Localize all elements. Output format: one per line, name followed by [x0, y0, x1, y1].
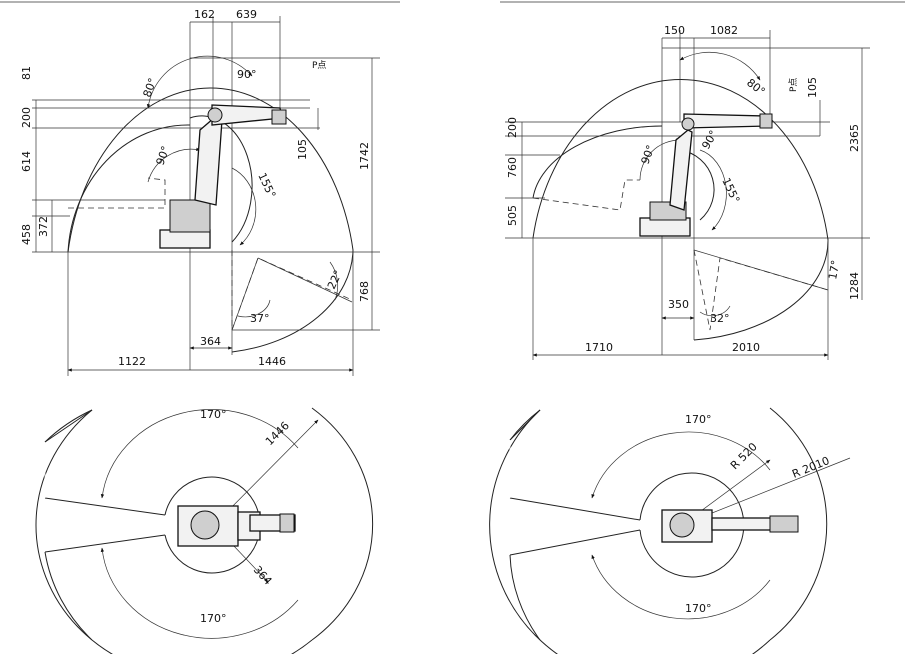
dim-768: 768 — [358, 281, 371, 302]
angle-170-bottom: 170° — [200, 612, 227, 625]
angle-170-top-r: 170° — [685, 413, 712, 426]
dim-2365: 2365 — [848, 124, 861, 152]
dim-200: 200 — [20, 107, 33, 128]
angle-170-top: 170° — [200, 408, 227, 421]
dim-760: 760 — [506, 157, 519, 178]
robot-wrist — [271, 109, 287, 125]
angle-155-r: 155° — [719, 176, 742, 206]
angle-170-bottom-r: 170° — [685, 602, 712, 615]
dim-81: 81 — [20, 66, 33, 80]
side-view-large-robot: 150 1082 200 760 505 105 2365 1284 350 1… — [500, 1, 905, 360]
outer-reach-arc — [67, 87, 354, 353]
radius-364: 364 — [251, 563, 275, 587]
radius-520: R 520 — [728, 440, 760, 472]
dim-614: 614 — [20, 151, 33, 172]
top-view-small-robot: 170° 170° 1446 364 — [35, 407, 374, 654]
dim-150: 150 — [664, 24, 685, 37]
dim-1742: 1742 — [358, 142, 371, 170]
dim-2010: 2010 — [732, 341, 760, 354]
dim-1122: 1122 — [118, 355, 146, 368]
angle-90-top: 90° — [237, 68, 257, 81]
dim-1446: 1446 — [258, 355, 286, 368]
dim-1284: 1284 — [848, 272, 861, 300]
angle-155: 155° — [255, 171, 278, 201]
inner-reach-arc-left — [67, 124, 191, 253]
dim-364: 364 — [200, 335, 221, 348]
dim-105: 105 — [296, 139, 309, 160]
dim-200-r: 200 — [506, 117, 519, 138]
robot-base — [159, 229, 211, 249]
p-point-label: P点 — [312, 60, 326, 71]
angle-17: 17° — [826, 259, 842, 280]
dim-1082: 1082 — [710, 24, 738, 37]
angle-90-r1: 90° — [699, 128, 720, 151]
dim-639: 639 — [236, 8, 257, 21]
dim-505: 505 — [506, 205, 519, 226]
dim-105-r: 105 — [806, 77, 819, 98]
outer-reach-arc-2 — [532, 78, 829, 341]
angle-37: 37° — [250, 312, 270, 325]
angle-32: 32° — [710, 312, 730, 325]
angle-90-r2: 90° — [639, 143, 658, 166]
dim-1710: 1710 — [585, 341, 613, 354]
angle-90-mid: 90° — [154, 144, 173, 167]
p-point-label-r: P点 — [788, 78, 799, 92]
dim-162: 162 — [194, 8, 215, 21]
angle-80-r: 80° — [744, 76, 767, 98]
dim-372: 372 — [37, 216, 50, 237]
dim-458: 458 — [20, 224, 33, 245]
side-view-small-robot: 162 639 81 200 614 458 372 105 1742 768 … — [0, 1, 400, 376]
top-view-large-robot: 170° 170° R 2010 R 520 — [489, 407, 851, 654]
angle-80: 80° — [141, 76, 160, 99]
dim-350: 350 — [668, 298, 689, 311]
